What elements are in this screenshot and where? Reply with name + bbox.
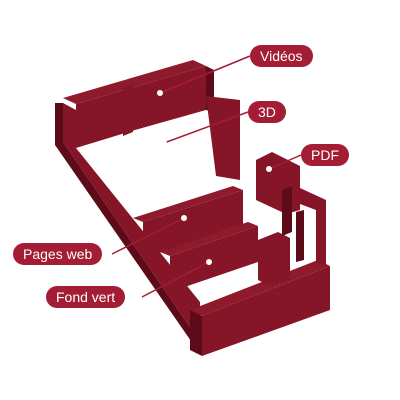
label-pages-web: Pages web — [13, 243, 103, 265]
outer-wall-bottom-top — [190, 260, 330, 316]
label-pdf: PDF — [301, 144, 349, 166]
leader-lines — [111, 55, 302, 298]
outer-wall-bottom-side — [190, 310, 202, 356]
dot-pdf — [266, 166, 272, 172]
label-3d: 3D — [248, 101, 286, 123]
leader-line-3d — [163, 111, 249, 144]
interior-wall-fond-face — [170, 226, 258, 292]
label-fond-vert: Fond vert — [46, 286, 126, 308]
dot-pages — [181, 215, 187, 221]
label-videos: Vidéos — [250, 45, 313, 67]
outer-wall-left-side — [55, 103, 200, 354]
interior-wall-videos-stub — [123, 84, 133, 136]
leader-line-fond — [141, 261, 210, 298]
interior-wall-3d-right — [206, 96, 240, 180]
outer-wall-bottom-face — [202, 266, 330, 356]
interior-wall-pdf-right — [300, 188, 326, 266]
interior-wall-pillar — [282, 186, 292, 236]
leader-line-pages — [111, 217, 185, 255]
outer-wall-back-face — [76, 66, 206, 148]
dot-3d — [161, 140, 167, 146]
interior-walls — [123, 84, 326, 292]
outer-wall-left-face — [63, 103, 200, 342]
dot-videos — [157, 90, 163, 96]
interior-wall-pillar-2 — [296, 210, 304, 262]
dot-fond — [206, 259, 212, 265]
interior-wall-pages-top — [133, 186, 243, 222]
interior-wall-small-block — [258, 232, 290, 286]
interior-wall-fond-top — [160, 222, 258, 256]
interior-wall-pdf-back — [256, 152, 300, 214]
leader-line-videos — [159, 55, 251, 94]
outer-wall — [55, 60, 330, 356]
interior-wall-pages-face — [143, 190, 243, 258]
leader-line-pdf — [268, 154, 302, 170]
outer-wall-back-top — [63, 60, 206, 104]
room-dots — [157, 90, 272, 265]
